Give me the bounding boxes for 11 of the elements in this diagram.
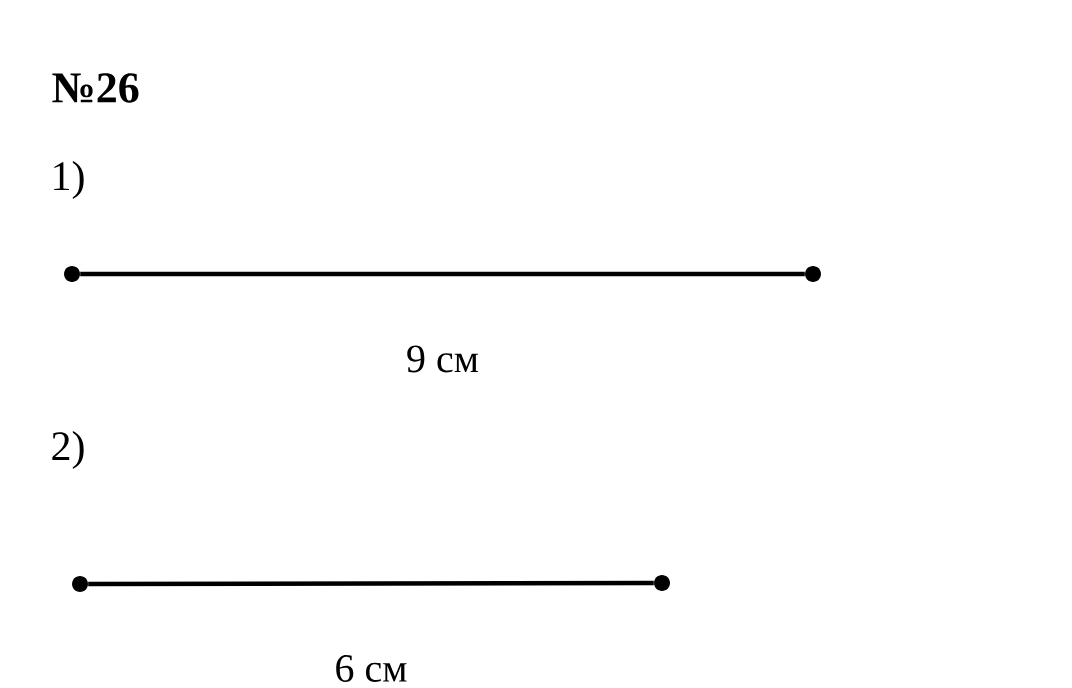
segment-endpoint [805, 266, 821, 282]
segment-endpoint [72, 576, 88, 592]
length-label: 9 см [407, 345, 479, 373]
title: №26 [52, 73, 139, 103]
segment-endpoint [654, 575, 670, 591]
line-segment [80, 271, 805, 277]
line-segment [88, 580, 654, 587]
length-label: 6 см [336, 655, 407, 682]
item-number: 1) [54, 160, 84, 200]
segment-endpoint [64, 266, 80, 282]
item-number: 2) [52, 430, 84, 470]
